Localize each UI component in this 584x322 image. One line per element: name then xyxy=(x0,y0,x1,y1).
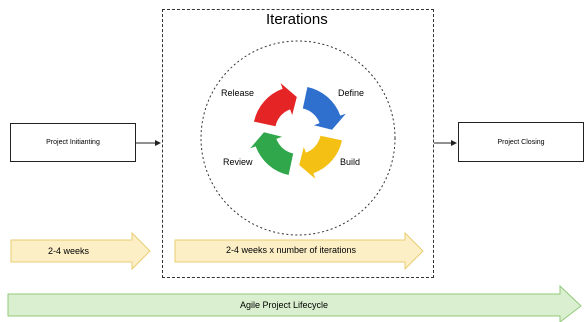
cycle-arrow-build xyxy=(299,135,342,179)
cycle-label-build: Build xyxy=(340,157,361,167)
cycle-label-define: Define xyxy=(338,88,365,98)
cycle-label-release: Release xyxy=(221,88,255,98)
cycle-label-review: Review xyxy=(223,157,253,167)
project-initiating-label: Project Initianting xyxy=(46,139,100,146)
timeline-label-lifecycle: Agile Project Lifecycle xyxy=(240,300,329,310)
iterations-frame xyxy=(162,9,434,278)
iteration-cycle-circle xyxy=(200,40,396,236)
iterations-title: Iterations xyxy=(266,11,328,28)
arrow-iterations-duration xyxy=(174,231,424,271)
cycle-arrow-define xyxy=(302,87,346,130)
arrow-agile-lifecycle xyxy=(7,284,582,322)
cycle-arrow-review xyxy=(250,132,294,175)
cycle-arrows xyxy=(250,83,346,179)
arrow-2-4-weeks xyxy=(10,231,151,271)
cycle-arrow-release xyxy=(254,83,297,127)
project-initiating-box: Project Initianting xyxy=(10,123,136,162)
project-closing-label: Project Closing xyxy=(497,138,545,146)
timeline-label-2-4-weeks: 2-4 weeks xyxy=(48,246,90,256)
timeline-label-iterations: 2-4 weeks x number of iterations xyxy=(226,245,357,255)
